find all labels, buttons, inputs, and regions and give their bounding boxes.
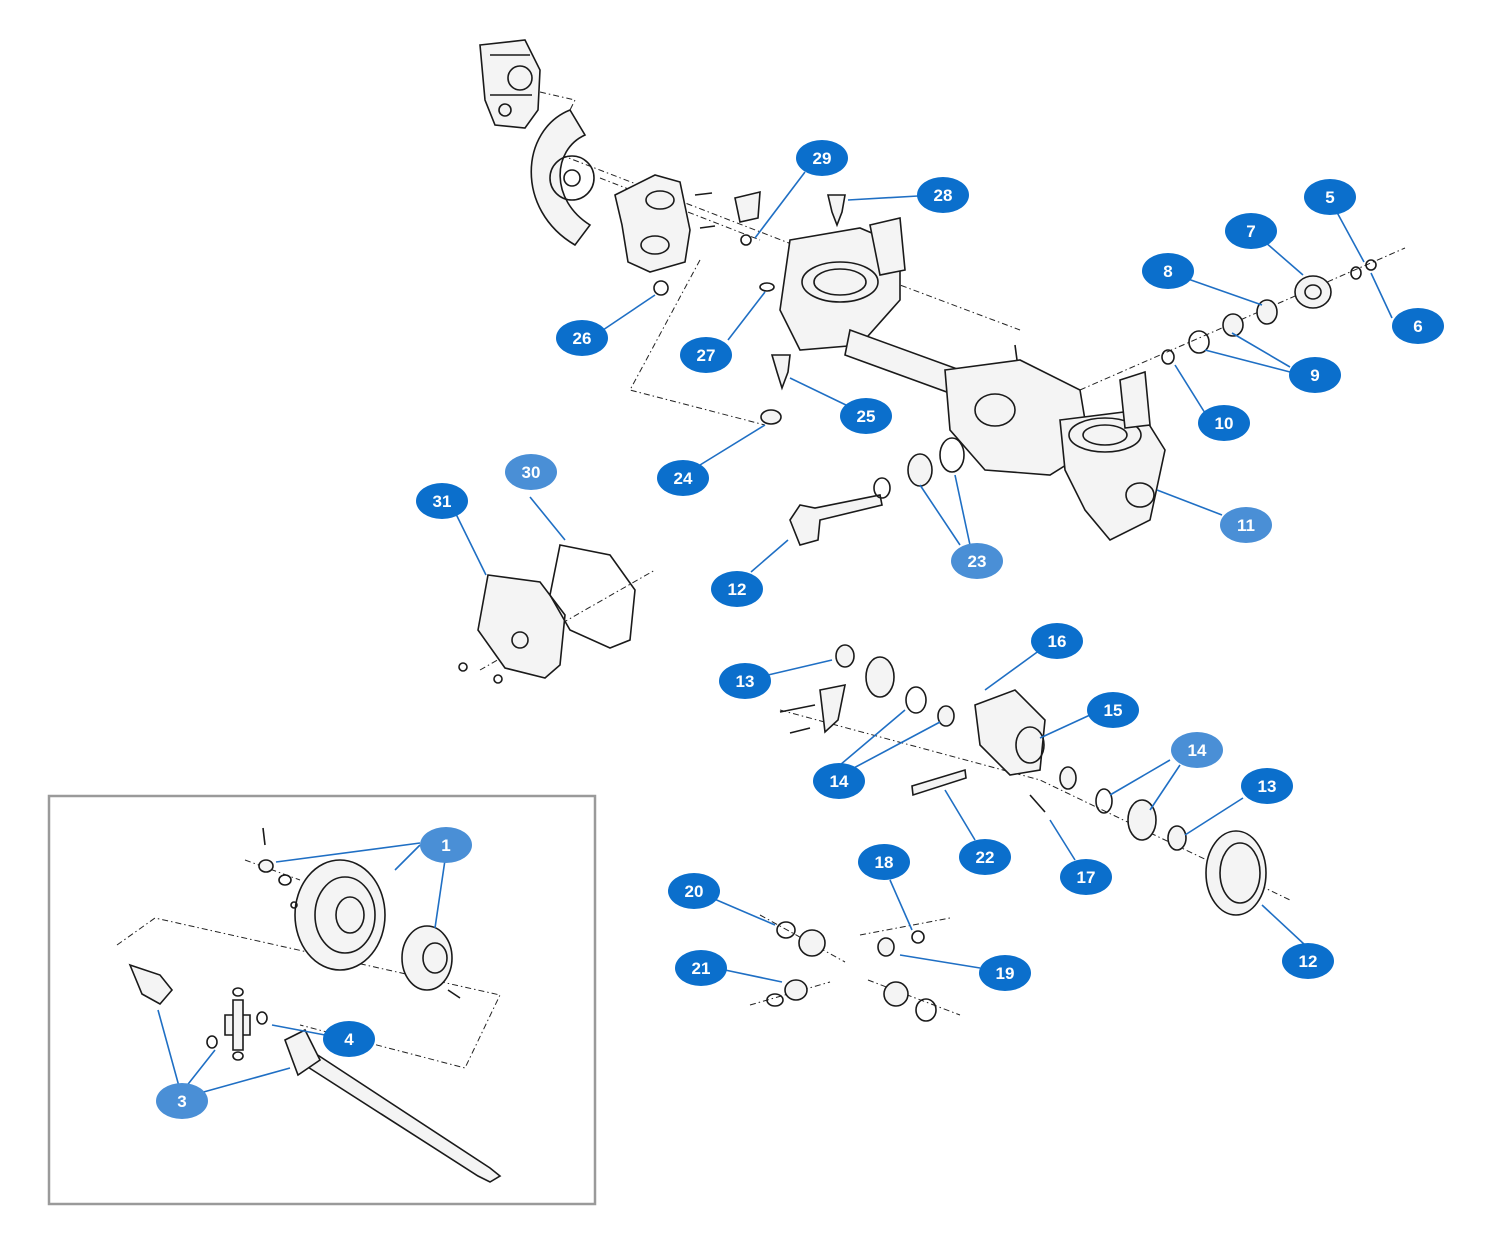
axle-shaft — [128, 963, 502, 1183]
brake-caliper — [479, 39, 541, 129]
axle-housing — [779, 217, 1166, 541]
brake-rotor — [294, 859, 386, 971]
svg-text:12: 12 — [1299, 952, 1318, 971]
callout-21: 21 — [675, 950, 727, 986]
callout-7: 7 — [1225, 213, 1277, 249]
callout-22: 22 — [959, 839, 1011, 875]
svg-text:25: 25 — [857, 407, 876, 426]
callout-15: 15 — [1087, 692, 1139, 728]
callout-27: 27 — [680, 337, 732, 373]
svg-text:22: 22 — [976, 848, 995, 867]
svg-text:27: 27 — [697, 346, 716, 365]
callout-16: 16 — [1031, 623, 1083, 659]
callout-14-left: 14 — [813, 763, 865, 799]
callout-10: 10 — [1198, 405, 1250, 441]
pinion-flange-parts — [1161, 259, 1377, 365]
pinion-gear — [789, 437, 965, 546]
callout-24: 24 — [657, 460, 709, 496]
svg-text:8: 8 — [1163, 262, 1172, 281]
callout-12-pinion: 12 — [711, 571, 763, 607]
svg-text:28: 28 — [934, 186, 953, 205]
svg-text:13: 13 — [1258, 777, 1277, 796]
svg-text:23: 23 — [968, 552, 987, 571]
svg-text:10: 10 — [1215, 414, 1234, 433]
callout-25: 25 — [840, 398, 892, 434]
svg-text:26: 26 — [573, 329, 592, 348]
callout-11: 11 — [1220, 507, 1272, 543]
svg-text:31: 31 — [433, 492, 452, 511]
svg-text:29: 29 — [813, 149, 832, 168]
svg-text:12: 12 — [728, 580, 747, 599]
svg-text:3: 3 — [177, 1092, 186, 1111]
svg-text:21: 21 — [692, 959, 711, 978]
callout-13-right: 13 — [1241, 768, 1293, 804]
callout-20: 20 — [668, 873, 720, 909]
callout-18: 18 — [858, 844, 910, 880]
svg-text:19: 19 — [996, 964, 1015, 983]
universal-joint — [206, 987, 268, 1061]
callout-13-left: 13 — [719, 663, 771, 699]
brake-dust-shield — [530, 109, 595, 247]
callout-31: 31 — [416, 483, 468, 519]
svg-text:15: 15 — [1104, 701, 1123, 720]
callout-5: 5 — [1304, 179, 1356, 215]
inset-frame — [47, 794, 597, 1206]
svg-text:16: 16 — [1048, 632, 1067, 651]
svg-text:9: 9 — [1310, 366, 1319, 385]
svg-text:14: 14 — [1188, 741, 1207, 760]
callout-14-right: 14 — [1171, 732, 1223, 768]
wheel-hub — [401, 925, 461, 999]
callout-28: 28 — [917, 177, 969, 213]
svg-text:17: 17 — [1077, 868, 1096, 887]
callout-17: 17 — [1060, 859, 1112, 895]
svg-text:14: 14 — [830, 772, 849, 791]
svg-text:30: 30 — [522, 463, 541, 482]
callout-12-ring: 12 — [1282, 943, 1334, 979]
svg-text:20: 20 — [685, 882, 704, 901]
svg-text:6: 6 — [1413, 317, 1422, 336]
svg-text:7: 7 — [1246, 222, 1255, 241]
ball-joints — [759, 194, 846, 425]
callout-4: 4 — [323, 1021, 375, 1057]
callout-26: 26 — [556, 320, 608, 356]
callout-3: 3 — [156, 1083, 208, 1119]
svg-text:5: 5 — [1325, 188, 1334, 207]
callout-6: 6 — [1392, 308, 1444, 344]
callout-29: 29 — [796, 140, 848, 176]
svg-text:4: 4 — [344, 1030, 354, 1049]
callout-9: 9 — [1289, 357, 1341, 393]
cover-gasket — [549, 544, 636, 649]
svg-text:1: 1 — [441, 836, 450, 855]
differential-cover — [458, 574, 566, 684]
callout-23: 23 — [951, 543, 1003, 579]
svg-text:24: 24 — [674, 469, 693, 488]
svg-text:11: 11 — [1237, 516, 1255, 535]
differential-carrier — [779, 644, 1267, 916]
svg-text:18: 18 — [875, 853, 894, 872]
callout-1: 1 — [420, 827, 472, 863]
callout-19: 19 — [979, 955, 1031, 991]
side-gears — [766, 921, 937, 1022]
svg-text:13: 13 — [736, 672, 755, 691]
callout-30: 30 — [505, 454, 557, 490]
callout-8: 8 — [1142, 253, 1194, 289]
inset-hardware — [258, 827, 298, 909]
leader-lines — [157, 171, 1393, 1094]
steering-knuckle — [614, 174, 761, 296]
